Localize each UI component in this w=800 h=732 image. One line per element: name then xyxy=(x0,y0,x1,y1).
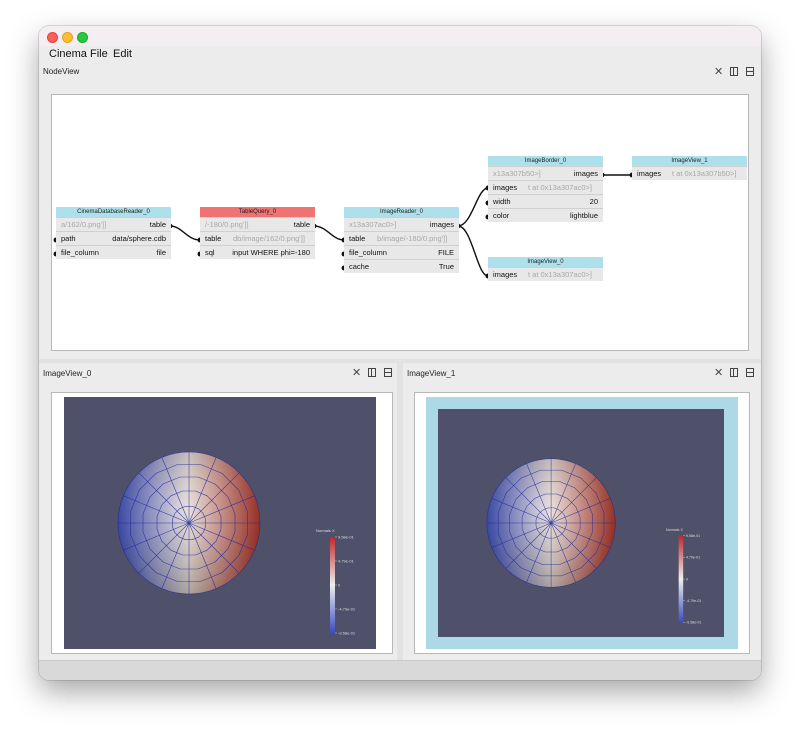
sphere-mesh xyxy=(486,458,616,588)
node-cinema-database-reader[interactable]: CinemaDatabaseReader_0 a/162/0.png']] tab… xyxy=(56,207,171,259)
node-image-reader[interactable]: ImageReader_0 x13a307ac0>] images table b/… xyxy=(344,207,459,273)
param-file-column-label: file_column xyxy=(61,248,99,257)
imageview0-split-horizontal-icon[interactable] xyxy=(368,368,376,377)
param-cache-value[interactable]: True xyxy=(438,262,454,271)
input-images-preview: t at 0x13a307ac0>] xyxy=(528,183,593,192)
output-port-images[interactable]: images xyxy=(429,220,454,229)
menu-cinema[interactable]: Cinema xyxy=(49,48,87,60)
node-image-border[interactable]: ImageBorder_0 x13a307b50>] images images t… xyxy=(488,156,603,222)
node-image-view-0[interactable]: ImageView_0 images t at 0x13a307ac0>] xyxy=(488,257,603,281)
param-file-column-value[interactable]: FILE xyxy=(438,248,454,257)
node-image-view-1[interactable]: ImageView_1 images t at 0x13a307b50>] xyxy=(632,156,747,180)
input-images-preview: t at 0x13a307ac0>] xyxy=(528,270,593,279)
output-port-table[interactable]: table xyxy=(293,220,310,229)
imageview1-close-icon[interactable]: ✕ xyxy=(714,367,724,379)
zoom-window-button[interactable] xyxy=(77,32,88,43)
imageview1-split-horizontal-icon[interactable] xyxy=(730,368,738,377)
imageview0-close-icon[interactable]: ✕ xyxy=(352,367,362,379)
input-images-label: images xyxy=(493,183,518,192)
node-title: ImageBorder_0 xyxy=(488,156,603,166)
input-table-preview: b/image/-180/0.png']] xyxy=(377,234,448,243)
param-path-value[interactable]: data/sphere.cdb xyxy=(112,234,166,243)
rendered-image-0: Normals X9.58e-01 4.79e-01 0 -4.79e-01 -9.58… xyxy=(64,397,376,649)
imageview0-split-vertical-icon[interactable] xyxy=(384,368,392,377)
legend-tick-label: 9.58e-01 xyxy=(338,534,355,539)
param-file-column-value[interactable]: file xyxy=(156,248,166,257)
param-cache-label: cache xyxy=(349,262,370,271)
output-preview: /-180/0.png']] xyxy=(205,220,249,229)
input-images-label: images xyxy=(637,169,662,178)
title-bar xyxy=(39,26,761,46)
minimize-window-button[interactable] xyxy=(62,32,73,43)
node-title: CinemaDatabaseReader_0 xyxy=(56,207,171,217)
param-sql-label: sql xyxy=(205,248,215,257)
legend-tick-label: 9.58e-01 xyxy=(686,534,700,538)
menu-file[interactable]: File xyxy=(90,48,108,60)
node-canvas[interactable]: CinemaDatabaseReader_0 a/162/0.png']] tab… xyxy=(51,94,749,351)
output-preview: x13a307ac0>] xyxy=(349,220,397,229)
nodeview-split-vertical-icon[interactable] xyxy=(746,67,754,76)
param-width-label: width xyxy=(493,197,511,206)
legend-tick-label: 4.79e-01 xyxy=(338,558,355,563)
close-window-button[interactable] xyxy=(47,32,58,43)
legend-tick-label: -9.58e-01 xyxy=(686,621,701,625)
input-images-label: images xyxy=(493,270,518,279)
param-file-column-label: file_column xyxy=(349,248,387,257)
output-preview: x13a307b50>] xyxy=(493,169,541,178)
input-images-preview: t at 0x13a307b50>] xyxy=(672,169,737,178)
horizontal-splitter[interactable] xyxy=(39,359,761,363)
sphere-mesh xyxy=(117,451,261,595)
input-table-label: table xyxy=(205,234,222,243)
app-window: Cinema File Edit NodeView ✕ xyxy=(39,26,761,680)
legend-title: Normals X xyxy=(316,528,335,533)
menu-bar: Cinema File Edit xyxy=(39,46,761,64)
vertical-splitter[interactable] xyxy=(397,363,403,660)
color-legend-bar xyxy=(678,535,684,623)
legend-tick-label: 4.79e-01 xyxy=(686,556,700,560)
node-title: TableQuery_0 xyxy=(200,207,315,217)
menu-edit[interactable]: Edit xyxy=(113,48,132,60)
legend-tick-label: -4.79e-01 xyxy=(338,606,356,611)
node-title: ImageReader_0 xyxy=(344,207,459,217)
node-title: ImageView_0 xyxy=(488,257,603,267)
legend-tick-label: 0 xyxy=(686,577,688,581)
legend-tick-label: 0 xyxy=(338,582,341,587)
legend-tick-label: -9.58e-01 xyxy=(338,630,356,635)
input-table-label: table xyxy=(349,234,366,243)
param-color-value[interactable]: lightblue xyxy=(570,211,598,220)
param-sql-value[interactable]: input WHERE phi=-180 xyxy=(232,248,310,257)
input-table-preview: db/image/162/0.png']] xyxy=(233,234,305,243)
color-legend-bar xyxy=(330,537,335,633)
nodeview-title: NodeView xyxy=(43,67,80,76)
nodeview-close-icon[interactable]: ✕ xyxy=(714,66,724,78)
imageview0-title: ImageView_0 xyxy=(43,369,92,378)
nodeview-split-horizontal-icon[interactable] xyxy=(730,67,738,76)
node-table-query[interactable]: TableQuery_0 /-180/0.png']] table table db… xyxy=(200,207,315,259)
node-title: ImageView_1 xyxy=(632,156,747,166)
legend-tick-label: -4.79e-01 xyxy=(686,599,701,603)
imageview1-split-vertical-icon[interactable] xyxy=(746,368,754,377)
param-color-label: color xyxy=(493,211,510,220)
output-port-table[interactable]: table xyxy=(149,220,166,229)
rendered-image-1: Normals X9.58e-01 4.79e-01 0 -4.79e-01 -9.58… xyxy=(438,409,724,637)
output-preview: a/162/0.png']] xyxy=(61,220,107,229)
param-width-value[interactable]: 20 xyxy=(589,197,598,206)
legend-title: Normals X xyxy=(666,528,683,532)
imageview1-title: ImageView_1 xyxy=(407,369,456,378)
status-bar xyxy=(39,660,761,680)
param-path-label: path xyxy=(61,234,76,243)
output-port-images[interactable]: images xyxy=(573,169,598,178)
